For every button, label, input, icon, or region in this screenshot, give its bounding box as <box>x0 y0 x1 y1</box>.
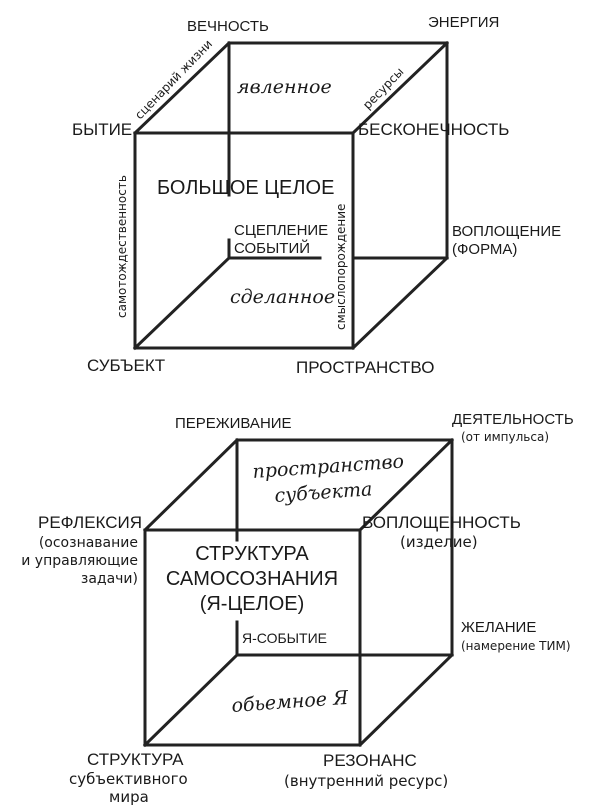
cube-1-inner-label-1: СЦЕПЛЕНИЕ <box>234 222 328 239</box>
cube-1-edge-life-scenario: сценарий жизни <box>132 37 215 122</box>
cube-2-label-structure-world: СТРУКТУРА <box>87 750 184 769</box>
cube-2-front-title-2: САМОСОЗНАНИЯ <box>166 568 338 590</box>
cube-2-label-world: мира <box>109 788 149 806</box>
cube-2-label-inner-resource: (внутренний ресурс) <box>284 772 448 790</box>
cube-1: ВЕЧНОСТЬ ЭНЕРГИЯ БЫТИЕ БЕСКОНЕЧНОСТЬ ВОП… <box>72 14 561 377</box>
cube-1-label-infinity: БЕСКОНЕЧНОСТЬ <box>358 120 509 139</box>
cube-2-label-reflection-sub-3: задачи) <box>81 571 138 587</box>
cube-2-inner-edges <box>142 528 454 748</box>
cube-1-label-space: ПРОСТРАНСТВО <box>296 358 434 377</box>
cube-1-label-eternity: ВЕЧНОСТЬ <box>187 18 269 35</box>
cube-2-label-product: (изделие) <box>400 533 478 551</box>
cube-2-label-experience: ПЕРЕЖИВАНИЕ <box>175 415 292 432</box>
cube-2-label-subjective: субъективного <box>69 770 188 788</box>
cube-1-edge-meaning-generation: смыслопорождение <box>334 204 348 330</box>
cube-2-label-intention: (намерение ТИМ) <box>461 639 571 653</box>
cube-1-label-form: (ФОРМА) <box>452 241 517 258</box>
cube-2-label-reflection: РЕФЛЕКСИЯ <box>38 513 142 532</box>
cube-2-face-space-1: пространство <box>252 450 405 483</box>
cube-1-label-energy: ЭНЕРГИЯ <box>428 14 499 31</box>
cube-2-label-reflection-sub-1: (осознавание <box>39 535 138 551</box>
cube-2-front-title-1: СТРУКТУРА <box>195 543 309 565</box>
cube-2: ПЕРЕЖИВАНИЕ ДЕЯТЕЛЬНОСТЬ (от импульса) Р… <box>21 411 574 806</box>
cube-1-label-embodiment: ВОПЛОЩЕНИЕ <box>452 223 561 240</box>
cube-2-label-activity: ДЕЯТЕЛЬНОСТЬ <box>452 411 574 428</box>
cube-1-label-being: БЫТИЕ <box>72 120 132 139</box>
cube-1-front-title: БОЛЬШОЕ ЦЕЛОЕ <box>157 177 334 199</box>
cube-1-inner-label-2: СОБЫТИЙ <box>234 239 310 257</box>
cube-1-face-manifested: явленное <box>237 76 332 98</box>
cube-2-label-resonance: РЕЗОНАНС <box>323 751 417 770</box>
cube-1-label-subject: СУБЪЕКТ <box>87 356 165 375</box>
cube-1-inner-edges <box>132 131 449 351</box>
cube-2-inner-label: Я-СОБЫТИЕ <box>242 630 327 646</box>
cube-2-face-space-2: субъекта <box>274 478 373 507</box>
cube-2-label-desire: ЖЕЛАНИЕ <box>461 619 536 636</box>
cube-1-face-made: сделанное <box>230 286 335 308</box>
cube-1-edge-self-identity: самотождественность <box>115 175 129 318</box>
cube-2-label-from-impulse: (от импульса) <box>461 430 549 444</box>
cube-2-label-reflection-sub-2: и управляющие <box>21 553 138 569</box>
cube-2-front-title-3: (Я-ЦЕЛОЕ) <box>200 593 305 615</box>
cube-2-label-embodiedness: ВОПЛОЩЕННОСТЬ <box>362 513 521 532</box>
